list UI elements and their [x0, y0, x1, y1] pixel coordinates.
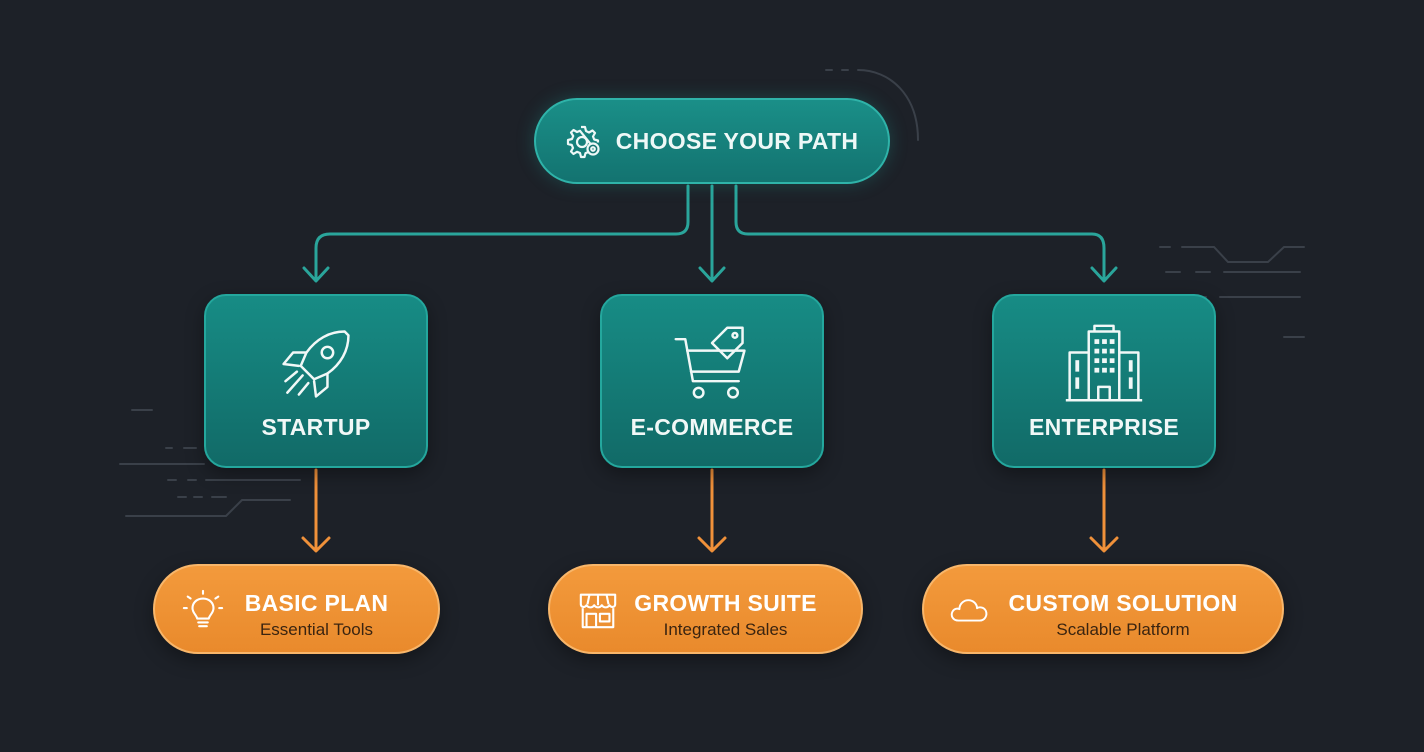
- path-card-ecommerce[interactable]: E-COMMERCE: [600, 294, 824, 468]
- arrowhead-growth: [697, 536, 727, 553]
- arrowhead-startup: [302, 266, 330, 283]
- path-card-label: E-COMMERCE: [630, 414, 794, 440]
- outcome-title: BASIC PLAN: [244, 590, 389, 616]
- gear-settings-icon: [566, 123, 602, 159]
- rocket-icon: [272, 320, 360, 408]
- outcome-basic-plan[interactable]: BASIC PLAN Essential Tools: [153, 564, 440, 654]
- office-building-icon: [1060, 320, 1148, 408]
- outcome-growth-suite[interactable]: GROWTH SUITE Integrated Sales: [548, 564, 863, 654]
- teal-connectors: [302, 184, 1118, 283]
- path-card-label: STARTUP: [261, 414, 371, 440]
- arrowhead-enterprise: [1090, 266, 1118, 283]
- arrowhead-basic: [301, 536, 331, 553]
- outcome-subtitle: Essential Tools: [259, 620, 374, 639]
- outcome-title: GROWTH SUITE: [634, 590, 817, 616]
- outcome-custom-solution[interactable]: CUSTOM SOLUTION Scalable Platform: [922, 564, 1284, 654]
- lightbulb-icon: [181, 588, 225, 632]
- arrowhead-custom: [1089, 536, 1119, 553]
- path-card-label: ENTERPRISE: [1029, 414, 1179, 440]
- storefront-icon: [576, 588, 620, 632]
- shopping-cart-tag-icon: [668, 320, 756, 408]
- cloud-icon: [948, 588, 992, 632]
- connector-root-enterprise: [734, 184, 1106, 282]
- path-card-startup[interactable]: STARTUP: [204, 294, 428, 468]
- root-node-label: CHOOSE YOUR PATH: [615, 127, 859, 154]
- decorative-circuit-lines: [119, 69, 1305, 517]
- connector-root-startup: [314, 184, 690, 282]
- outcome-title: CUSTOM SOLUTION: [1008, 590, 1238, 616]
- orange-connectors: [301, 468, 1119, 553]
- outcome-subtitle: Integrated Sales: [663, 620, 788, 639]
- outcome-subtitle: Scalable Platform: [1056, 620, 1190, 639]
- path-card-enterprise[interactable]: ENTERPRISE: [992, 294, 1216, 468]
- arrowhead-ecommerce: [698, 266, 726, 283]
- root-node-choose-your-path[interactable]: CHOOSE YOUR PATH: [534, 98, 890, 184]
